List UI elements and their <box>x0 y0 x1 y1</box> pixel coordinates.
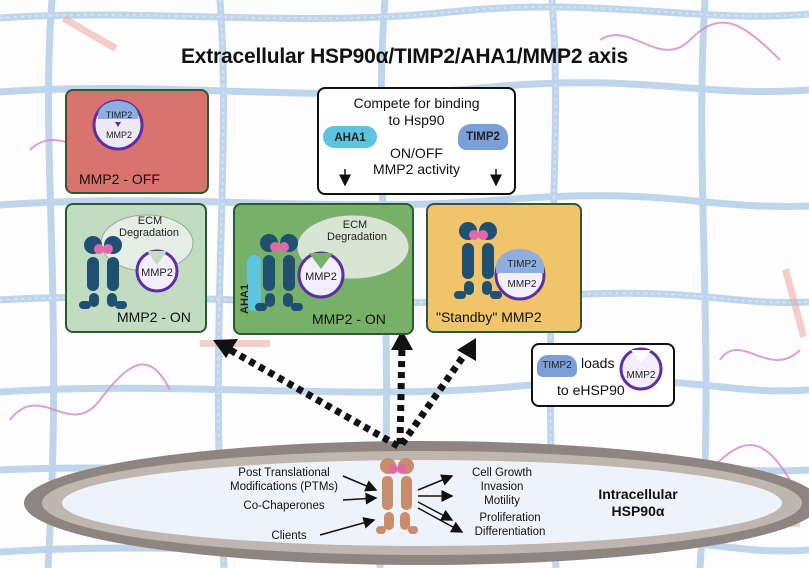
mmp2-on-status-1: MMP2 - ON <box>117 309 191 325</box>
panel-standby-mmp2: TIMP2 MMP2 "Standby" MMP2 <box>426 203 582 333</box>
intracellular-label-1: Intracellular <box>598 486 678 502</box>
ecm-label-1: ECM <box>342 219 368 231</box>
timp2-label: TIMP2 <box>542 360 572 371</box>
timp2-label: TIMP2 <box>507 259 537 270</box>
hsp90-timp2-mmp2-illustration <box>454 222 546 301</box>
timp2-label: TIMP2 <box>105 110 133 120</box>
timp2-label: TIMP2 <box>466 131 500 143</box>
mmp2-off-status: MMP2 - OFF <box>79 171 160 187</box>
cytoplasm <box>62 460 782 546</box>
panel-mmp2-off: TIMP2 MMP2 MMP2 - OFF <box>65 89 209 194</box>
compete-arrows <box>339 169 502 187</box>
timp2-mmp2-complex-icon <box>92 99 144 151</box>
output-motility: Motility <box>484 495 520 507</box>
ecm-label-2: Degradation <box>327 231 387 243</box>
timp2-shape <box>537 355 577 377</box>
mmp2-shape <box>619 347 663 391</box>
output-cell-growth: Cell Growth <box>471 467 533 479</box>
aha1-label: AHA1 <box>334 132 366 144</box>
figure-title: Extracellular HSP90α/TIMP2/AHA1/MMP2 axi… <box>180 45 629 68</box>
compete-line1: Compete for binding <box>353 95 480 111</box>
input-ptm-line1: Post Translational <box>238 467 330 479</box>
aha1-vertical-label: AHA1 <box>239 284 251 314</box>
aha1-pill <box>323 126 377 148</box>
compete-line3: ON/OFF <box>390 145 443 161</box>
mmp2-label: MMP2 <box>305 271 337 283</box>
ecm-label-1: ECM <box>137 215 163 227</box>
output-proliferation: Proliferation <box>479 512 541 524</box>
mmp2-label: MMP2 <box>105 130 132 140</box>
hsp90-aha1-mmp2-illustration <box>247 214 410 311</box>
mmp2-label: MMP2 <box>141 267 173 279</box>
input-ptm-line2: Modifications (PTMs) <box>230 481 338 493</box>
input-cochaperones: Co-Chaperones <box>243 500 325 512</box>
timp2-pill <box>458 124 508 150</box>
compete-line2: to Hsp90 <box>388 112 445 128</box>
mmp2-on-status-2: MMP2 - ON <box>312 311 386 327</box>
panel-timp2-loads: TIMP2 loads to eHSP90 MMP2 <box>531 343 675 407</box>
mmp2-label: MMP2 <box>626 370 656 381</box>
output-differentiation: Differentiation <box>474 526 546 538</box>
to-ehsp90-text: to eHSP90 <box>557 382 625 398</box>
standby-status: "Standby" MMP2 <box>436 309 542 325</box>
panel-compete-binding: Compete for binding to Hsp90 AHA1 TIMP2 … <box>317 87 516 195</box>
compete-line4: MMP2 activity <box>372 161 461 177</box>
panel-mmp2-on-aha1: ECM Degradation AHA1 MMP2 MMP2 - ON <box>233 203 414 335</box>
intracellular-arrows <box>319 474 464 536</box>
mmp2-label: MMP2 <box>507 279 537 290</box>
ecm-label-2: Degradation <box>119 227 179 239</box>
hsp90-mmp2-illustration <box>79 214 194 309</box>
input-clients: Clients <box>271 530 307 542</box>
export-arrows <box>213 330 476 450</box>
intracellular-label-2: HSP90α <box>611 503 665 519</box>
output-invasion: Invasion <box>480 481 524 493</box>
panel-mmp2-on-ecm: ECM Degradation MMP2 MMP2 - ON <box>65 203 207 333</box>
loads-text: loads <box>581 355 615 371</box>
